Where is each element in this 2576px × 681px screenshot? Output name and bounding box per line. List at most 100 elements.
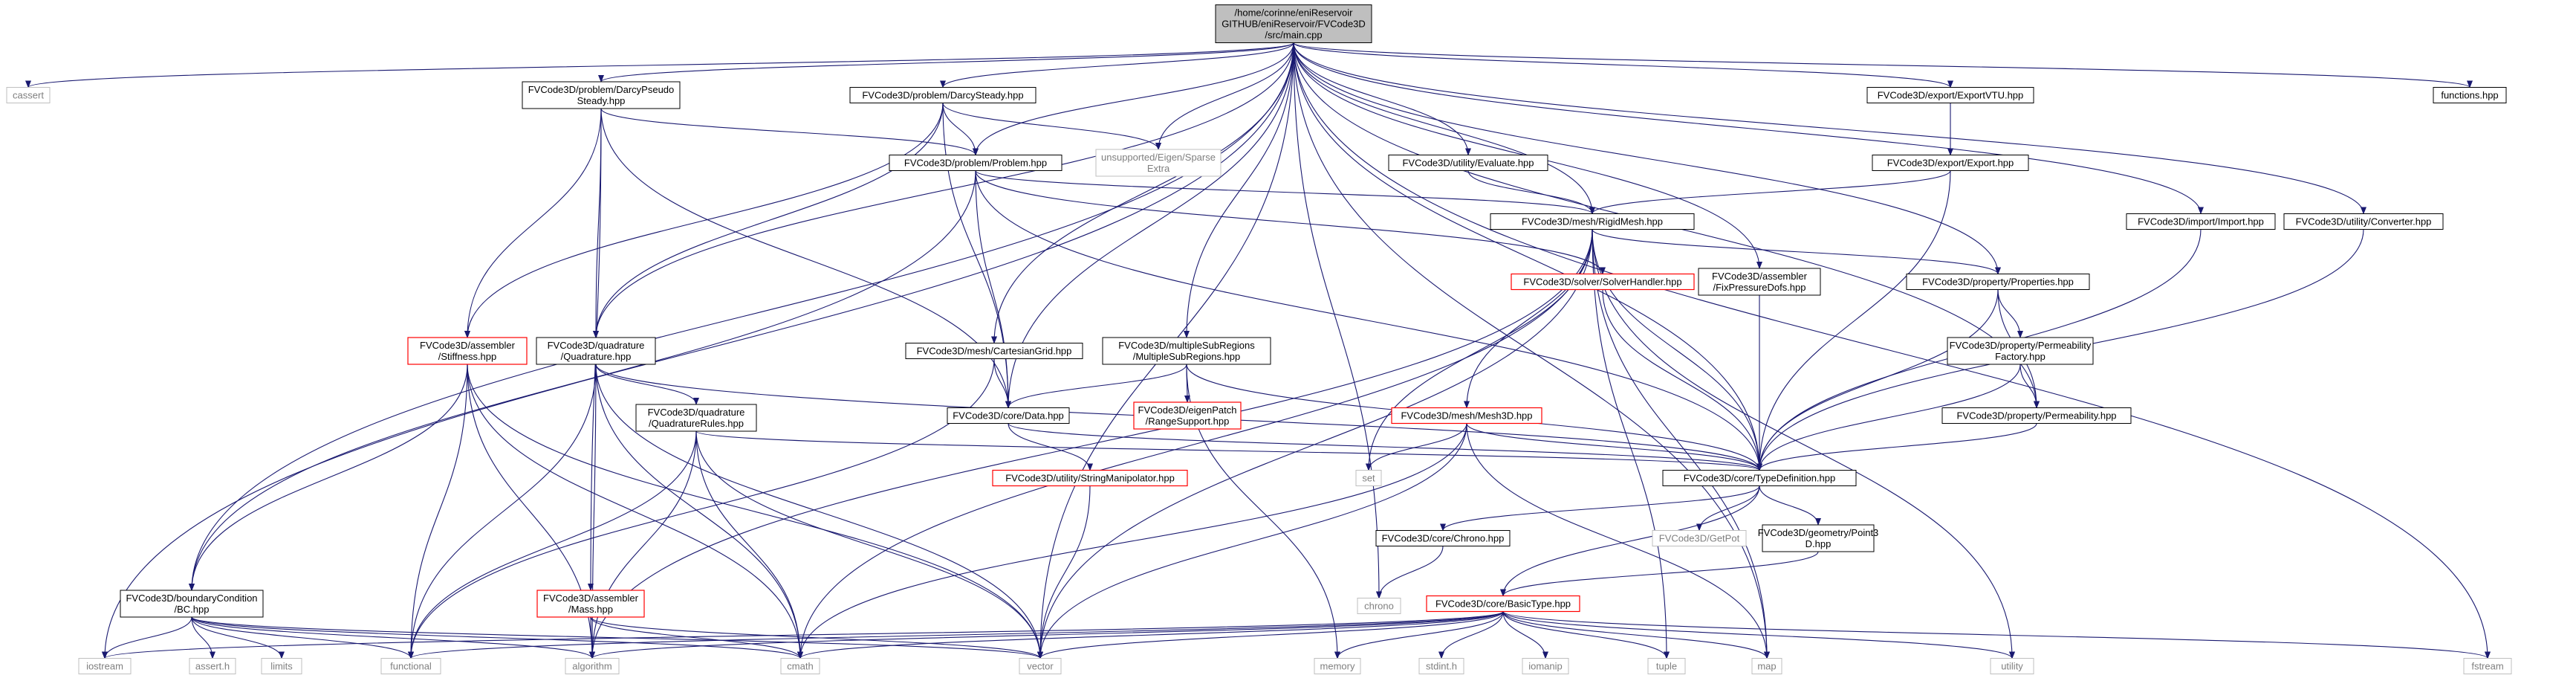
edge-basictype-to-utility (1502, 611, 2015, 659)
node-data[interactable]: FVCode3D/core/Data.hpp (947, 407, 1070, 424)
node-box-tuple (1647, 658, 1686, 674)
edge-darcy_steady-to-problem (942, 103, 979, 156)
edge-data-to-stringmanip (1008, 423, 1093, 471)
edge-problem-to-bc (189, 170, 976, 591)
node-multiplesub[interactable]: FVCode3D/multipleSubRegions/MultipleSubR… (1102, 337, 1271, 365)
node-problem[interactable]: FVCode3D/problem/Problem.hpp (889, 155, 1062, 171)
edge-main-to-export_vtu (1293, 42, 1953, 88)
node-box-permfactory (1947, 337, 2094, 365)
node-box-typedef (1662, 470, 1857, 486)
node-vector: vector (1019, 658, 1062, 674)
node-label-getpot: FVCode3D/GetPot (1659, 533, 1740, 544)
node-box-export_vtu (1866, 87, 2034, 103)
node-label-stiffness: FVCode3D/assembler (420, 340, 516, 351)
node-label-main: /home/corinne/eniReservoir (1235, 7, 1354, 19)
edge-darcy_steady-to-quadrature (593, 103, 944, 338)
edge-stiffness-to-cmath (467, 364, 803, 659)
node-box-chrono (1357, 598, 1401, 614)
node-functions[interactable]: functions.hpp (2433, 87, 2507, 103)
node-box-functions (2433, 87, 2507, 103)
node-export_vtu[interactable]: FVCode3D/export/ExportVTU.hpp (1866, 87, 2034, 103)
edge-basictype-to-fstream (1502, 611, 2491, 659)
node-properties[interactable]: FVCode3D/property/Properties.hpp (1906, 274, 2090, 290)
edge-main-to-fstream (1293, 42, 2491, 659)
node-stiffness[interactable]: FVCode3D/assembler/Stiffness.hpp (407, 337, 528, 365)
node-box-fixpressure (1698, 268, 1821, 296)
edge-quadrules-to-cmath (695, 430, 803, 659)
node-rangesupport[interactable]: FVCode3D/eigenPatch/RangeSupport.hpp (1133, 401, 1242, 430)
node-box-chrono_hpp (1375, 530, 1511, 546)
node-label-iomanip: iomanip (1528, 661, 1563, 672)
node-permeability[interactable]: FVCode3D/property/Permeability.hpp (1941, 407, 2132, 424)
node-label-basictype: FVCode3D/core/BasicType.hpp (1435, 598, 1571, 610)
node-quadrules[interactable]: FVCode3D/quadrature/QuadratureRules.hpp (635, 404, 757, 432)
edge-main-to-cassert (25, 42, 1294, 88)
node-chrono_hpp[interactable]: FVCode3D/core/Chrono.hpp (1375, 530, 1511, 546)
node-import[interactable]: FVCode3D/import/Import.hpp (2126, 213, 2276, 230)
node-iostream: iostream (78, 658, 132, 674)
edge-mesh3d-to-set (1366, 423, 1467, 471)
edge-basictype-to-vector (1037, 611, 1504, 659)
node-box-utility (1990, 658, 2034, 674)
node-label-main: /src/main.cpp (1265, 30, 1322, 41)
node-rigidmesh[interactable]: FVCode3D/mesh/RigidMesh.hpp (1490, 213, 1695, 230)
node-fixpressure[interactable]: FVCode3D/assembler/FixPressureDofs.hpp (1698, 268, 1821, 296)
node-export[interactable]: FVCode3D/export/Export.hpp (1872, 155, 2029, 171)
edge-bc-to-functional (191, 616, 414, 659)
edge-mesh3d-to-vector (1037, 423, 1467, 659)
edge-main-to-chrono (1293, 42, 1382, 599)
node-bc[interactable]: FVCode3D/boundaryCondition/BC.hpp (120, 590, 264, 618)
edge-main-to-eigen_sparse (1155, 42, 1294, 150)
node-chrono: chrono (1357, 598, 1401, 614)
edge-quadrules-to-typedef (695, 430, 1762, 471)
edge-properties-to-permfactory (1997, 289, 2023, 338)
node-converter[interactable]: FVCode3D/utility/Converter.hpp (2283, 213, 2444, 230)
node-darcy_steady[interactable]: FVCode3D/problem/DarcySteady.hpp (849, 87, 1036, 103)
node-permfactory[interactable]: FVCode3D/property/PermeabilityFactory.hp… (1947, 337, 2094, 365)
node-box-rigidmesh (1490, 213, 1695, 230)
node-label-fixpressure: /FixPressureDofs.hpp (1713, 282, 1806, 293)
node-box-cassert (6, 87, 51, 103)
node-stringmanip[interactable]: FVCode3D/utility/StringManipolator.hpp (992, 469, 1188, 487)
node-label-utility: utility (2001, 661, 2023, 672)
edge-rigidmesh-to-set (1366, 229, 1593, 471)
edge-darcy_pseudo-to-data (600, 108, 1011, 409)
node-box-memory (1314, 658, 1361, 674)
node-box-stdint (1418, 658, 1464, 674)
edge-main-to-evaluate (1293, 42, 1471, 156)
node-label-fixpressure: FVCode3D/assembler (1712, 271, 1808, 282)
node-label-export_vtu: FVCode3D/export/ExportVTU.hpp (1878, 90, 2024, 101)
node-evaluate[interactable]: FVCode3D/utility/Evaluate.hpp (1388, 155, 1548, 171)
edge-main-to-rigidmesh (1293, 42, 1595, 215)
node-fstream: fstream (2463, 658, 2512, 674)
node-label-permfactory: FVCode3D/property/Permeability (1950, 340, 2092, 351)
node-solverhandler[interactable]: FVCode3D/solver/SolverHandler.hpp (1511, 273, 1695, 291)
edge-basictype-to-tuple (1502, 611, 1670, 659)
node-label-iostream: iostream (86, 661, 123, 672)
node-main[interactable]: /home/corinne/eniReservoirGITHUB/eniRese… (1215, 4, 1372, 43)
edge-rigidmesh-to-algorithm (589, 229, 1593, 659)
node-basictype[interactable]: FVCode3D/core/BasicType.hpp (1426, 595, 1580, 613)
edge-stiffness-to-vector (467, 364, 1043, 659)
node-utility: utility (1990, 658, 2034, 674)
node-cartesiangrid[interactable]: FVCode3D/mesh/CartesianGrid.hpp (905, 343, 1083, 359)
node-mesh3d[interactable]: FVCode3D/mesh/Mesh3D.hpp (1391, 407, 1542, 425)
node-label-export: FVCode3D/export/Export.hpp (1887, 158, 2014, 169)
edge-stiffness-to-functional (408, 364, 468, 659)
edge-darcy_steady-to-eigen_sparse (942, 103, 1161, 150)
node-set: set (1355, 470, 1382, 486)
node-box-stringmanip (992, 469, 1188, 487)
node-cassert: cassert (6, 87, 51, 103)
node-label-rangesupport: FVCode3D/eigenPatch (1138, 404, 1237, 416)
node-label-cassert: cassert (13, 90, 44, 101)
node-quadrature[interactable]: FVCode3D/quadrature/Quadrature.hpp (536, 337, 656, 365)
node-mass[interactable]: FVCode3D/assembler/Mass.hpp (536, 590, 645, 618)
node-typedef[interactable]: FVCode3D/core/TypeDefinition.hpp (1662, 470, 1857, 486)
node-box-permeability (1941, 407, 2132, 424)
node-box-map (1751, 658, 1782, 674)
edge-bc-to-vector (191, 616, 1043, 659)
node-label-darcy_pseudo: FVCode3D/problem/DarcyPseudo (528, 84, 675, 95)
